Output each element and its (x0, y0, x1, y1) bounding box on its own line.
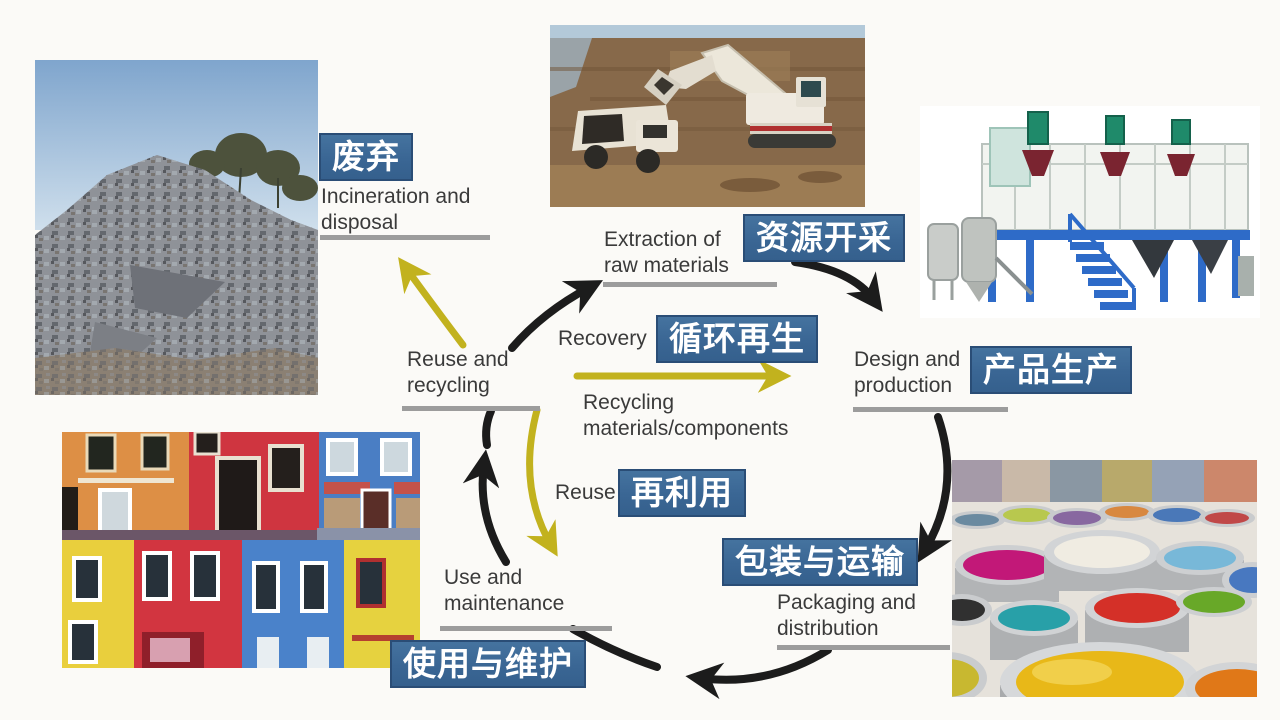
rubble-pile-photo (35, 60, 318, 395)
arrow-design-to-packaging (917, 413, 953, 563)
design-en-label: Design and production (854, 348, 961, 397)
design-underline (853, 407, 1008, 412)
arrow-use-to-reuse (462, 449, 510, 566)
excavator-icon (644, 43, 836, 148)
extraction-underline (603, 282, 777, 287)
use-en-label: Use and maintenance (444, 566, 565, 615)
waste-cn-label: 废弃 (319, 133, 413, 181)
recovery-en-label: Recovery (558, 327, 647, 351)
storage-tanks-icon (927, 217, 1034, 302)
houses-photo (62, 432, 420, 668)
paint-cans-photo (952, 460, 1257, 697)
arrow-reuse-arc-segment (482, 407, 495, 449)
use-underline (440, 626, 612, 631)
mixer-motors-icon (1022, 111, 1195, 176)
design-cn-label: 产品生产 (970, 346, 1132, 394)
arrow-recycling-to-waste (398, 257, 467, 349)
arrow-extraction-to-design (791, 258, 883, 312)
waste-underline (320, 235, 490, 240)
extraction-en-label: Extraction of raw materials (604, 228, 729, 277)
dump-truck-icon (572, 105, 678, 173)
reuse-cn-label: 再利用 (618, 469, 746, 517)
reuse-recycling-label: Reuse and recycling (407, 348, 509, 397)
packaging-en-label: Packaging and distribution (777, 591, 916, 640)
extraction-cn-label: 资源开采 (743, 214, 905, 262)
arrow-reuse-down (526, 406, 558, 557)
packaging-underline (777, 645, 950, 650)
reuse-recycling-underline (402, 406, 540, 411)
recycling-materials-label: Recycling materials/components (583, 391, 789, 440)
stairs-icon (1070, 242, 1134, 310)
arrow-packaging-to-use (685, 646, 832, 700)
recovery-cn-label: 循环再生 (656, 315, 818, 363)
waste-en-label: Incineration and disposal (321, 185, 471, 234)
packaging-cn-label: 包装与运输 (722, 538, 918, 586)
factory-photo (920, 106, 1260, 318)
use-cn-label: 使用与维护 (390, 640, 586, 688)
excavator-photo (550, 25, 865, 207)
reuse-en-label: Reuse (555, 481, 616, 505)
